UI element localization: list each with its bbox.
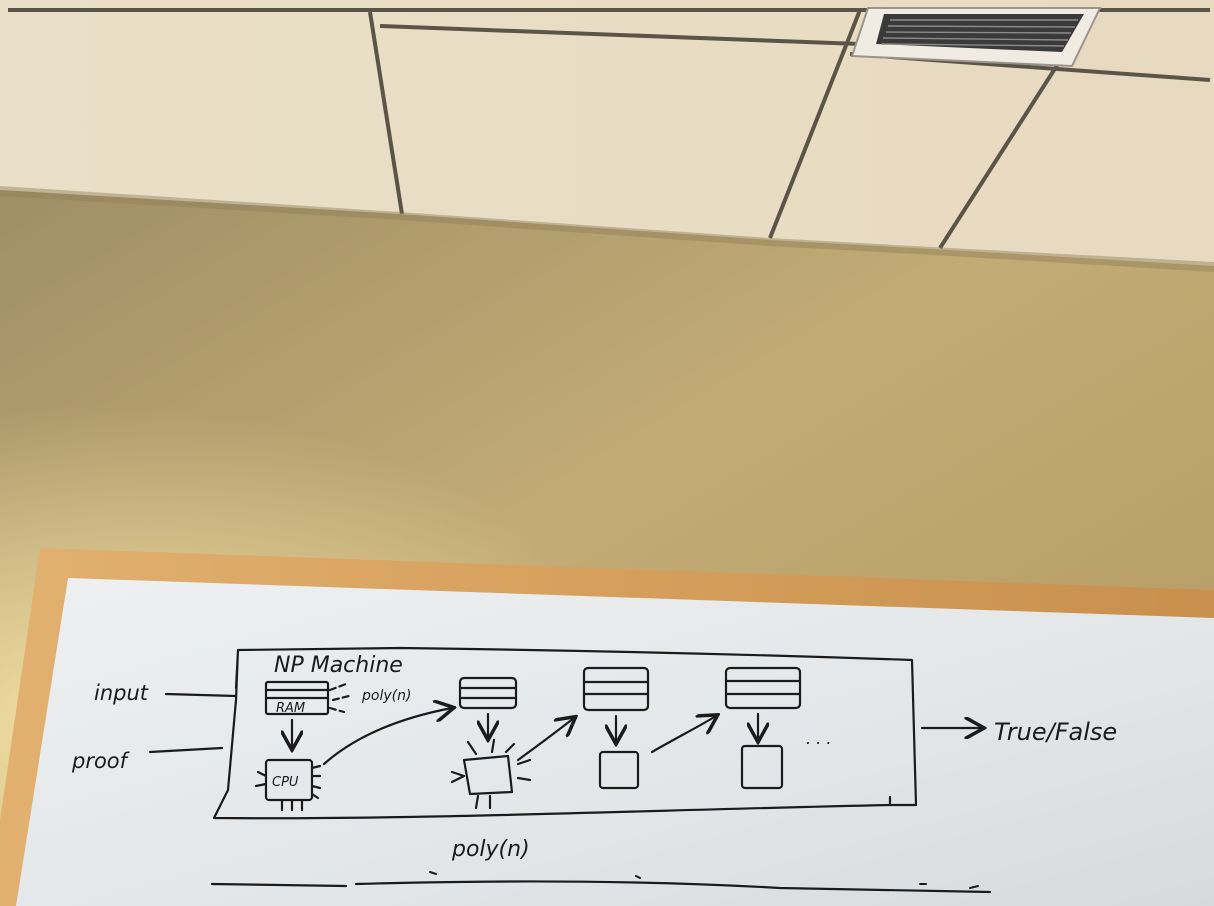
input-arrow-line	[164, 692, 238, 698]
memory-state-1	[458, 676, 518, 710]
cpu-state-4	[740, 744, 784, 790]
ram-block	[264, 680, 330, 716]
cpu-to-memory-1	[322, 708, 452, 766]
cpu-state-2	[450, 738, 532, 810]
output-label: True/False	[994, 718, 1117, 746]
ram-label: RAM	[276, 701, 305, 716]
np-machine-diagram	[148, 646, 992, 894]
machine-title: NP Machine	[274, 653, 403, 678]
whiteboard: NP Machine input proof RAM CPU poly(n) p…	[0, 548, 1214, 906]
proof-label: proof	[71, 749, 131, 773]
proof-arrow-line	[148, 746, 224, 754]
ram-size-label: poly(n)	[361, 688, 411, 704]
air-vent	[850, 7, 1102, 68]
cpu-label: CPU	[272, 775, 299, 790]
cpu-block	[254, 758, 322, 812]
ellipsis: . . .	[806, 729, 831, 748]
memory-state-2	[582, 666, 650, 712]
input-label: input	[94, 681, 149, 705]
steps-label: poly(n)	[451, 837, 530, 862]
memory-state-3	[724, 666, 802, 710]
cpu-state-3	[598, 750, 640, 790]
